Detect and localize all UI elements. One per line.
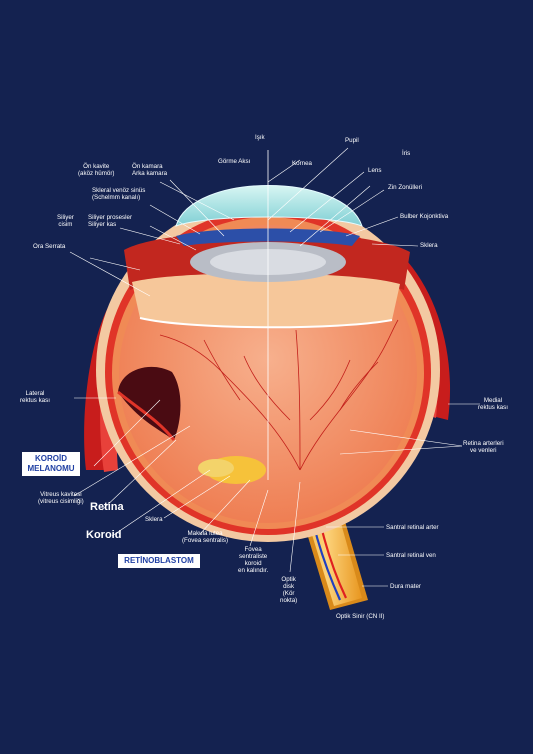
label-sklera-bottom: Sklera [145, 516, 163, 523]
melanoma-edge [117, 390, 176, 441]
label-dura-mater: Dura mater [390, 583, 421, 590]
label-retina-big: Retina [90, 501, 124, 513]
label-lateral-rektus: Lateral rektus kası [20, 390, 50, 404]
label-on-kavite: Ön kavite (aköz hümör) [78, 163, 115, 177]
label-makula: Makula lutea (Fovea sentralis) [182, 530, 229, 544]
label-santral-arter: Santral retinal arter [386, 524, 439, 531]
label-iris: İris [402, 150, 411, 157]
label-siliyer-prosesler: Siliyer prosesler Siliyer kas [88, 214, 133, 228]
choroid-melanoma [118, 366, 181, 440]
label-koroid-big: Koroid [86, 529, 122, 541]
retinal-vessels [159, 319, 399, 471]
ora-serrata [132, 273, 400, 329]
label-gorme-aksi: Görme Aksı [218, 158, 251, 165]
label-vitreus: Vitreus kavitesi (vitreus cisimliği) [38, 491, 84, 505]
label-bulber-kojonktiva: Bulber Kojonktiva [400, 213, 449, 220]
label-fovea: Fovea sentraliste koroid en kalındır. [238, 546, 269, 574]
label-siliyer-cisim: Siliyer cisim [57, 214, 74, 228]
label-optik-disk: Optik disk (Kör nokta) [280, 576, 298, 604]
label-sklera-right: Sklera [420, 242, 438, 249]
label-on-kamara: Ön kamara Arka kamara [132, 163, 168, 177]
label-santral-ven: Santral retinal ven [386, 552, 436, 559]
label-retina-arterleri: Retina arterleri ve venleri [463, 440, 504, 454]
leader-lines [69, 147, 480, 587]
cornea [175, 185, 363, 227]
label-optik-sinir: Optik Sinir (CN II) [336, 613, 385, 620]
label-lens: Lens [368, 167, 382, 174]
label-skleral-venoz: Skleral venöz sinüs (Schelmm kanalı) [92, 187, 146, 201]
label-ora-serrata: Ora Serrata [33, 243, 66, 250]
box-koroid-melanomu: KOROİD MELANOMU [22, 452, 80, 476]
label-zin-zonulleri: Zin Zonülleri [388, 184, 423, 191]
label-pupil: Pupil [345, 137, 359, 144]
label-medial-rektus: Medial rektus kası [478, 397, 508, 411]
label-kornea: Kornea [292, 160, 312, 167]
label-isik: Işık [255, 134, 265, 141]
retinoblastoma [198, 459, 234, 477]
box-retinoblastom: RETİNOBLASTOM [118, 554, 200, 568]
